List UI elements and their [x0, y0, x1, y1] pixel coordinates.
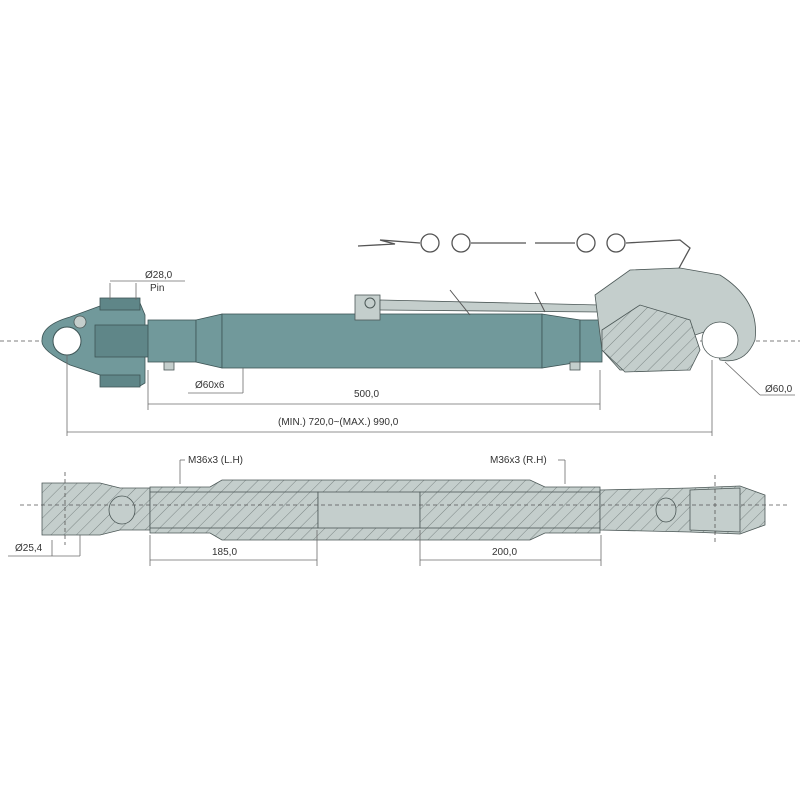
- dimension-pin: Ø28,0 Pin: [109, 270, 185, 300]
- left-thread-length-label: 185,0: [212, 547, 237, 558]
- ball-end: [41, 297, 151, 388]
- safety-chain: [357, 233, 691, 271]
- tube-size-label: Ø60x6: [195, 380, 225, 391]
- thread-right-label: M36x3 (R.H): [490, 455, 547, 466]
- end-diameter-label: Ø25,4: [15, 543, 43, 554]
- dimension-tube-size: Ø60x6: [188, 368, 244, 394]
- dimension-hook-diameter: Ø60,0: [724, 361, 795, 396]
- dimension-left-thread-length: 185,0: [149, 530, 318, 566]
- dimension-overall-length: (MIN.) 720,0~(MAX.) 990,0: [66, 355, 713, 436]
- pin-label: Pin: [150, 283, 164, 294]
- dimension-end-diameter: Ø25,4: [8, 535, 81, 557]
- pin-diameter-label: Ø28,0: [145, 270, 173, 281]
- dimension-thread-right: M36x3 (R.H): [490, 455, 566, 484]
- thread-left-label: M36x3 (L.H): [188, 455, 243, 466]
- hook-diameter-label: Ø60,0: [765, 384, 793, 395]
- top-view: Ø28,0 Pin Ø60x6 500,0 (MIN.) 720,0~(MAX.…: [0, 233, 800, 436]
- dimension-thread-left: M36x3 (L.H): [179, 455, 243, 484]
- tube: [147, 289, 603, 371]
- right-thread-length-label: 200,0: [492, 547, 517, 558]
- overall-length-label: (MIN.) 720,0~(MAX.) 990,0: [278, 417, 399, 428]
- dimension-tube-length: 500,0: [147, 370, 601, 410]
- hook: [594, 267, 756, 373]
- ball-hole: [52, 326, 82, 356]
- tube-length-label: 500,0: [354, 389, 379, 400]
- dimension-right-thread-length: 200,0: [419, 530, 602, 566]
- section-view: M36x3 (L.H) M36x3 (R.H) Ø25,4 185,0 200,…: [8, 455, 790, 566]
